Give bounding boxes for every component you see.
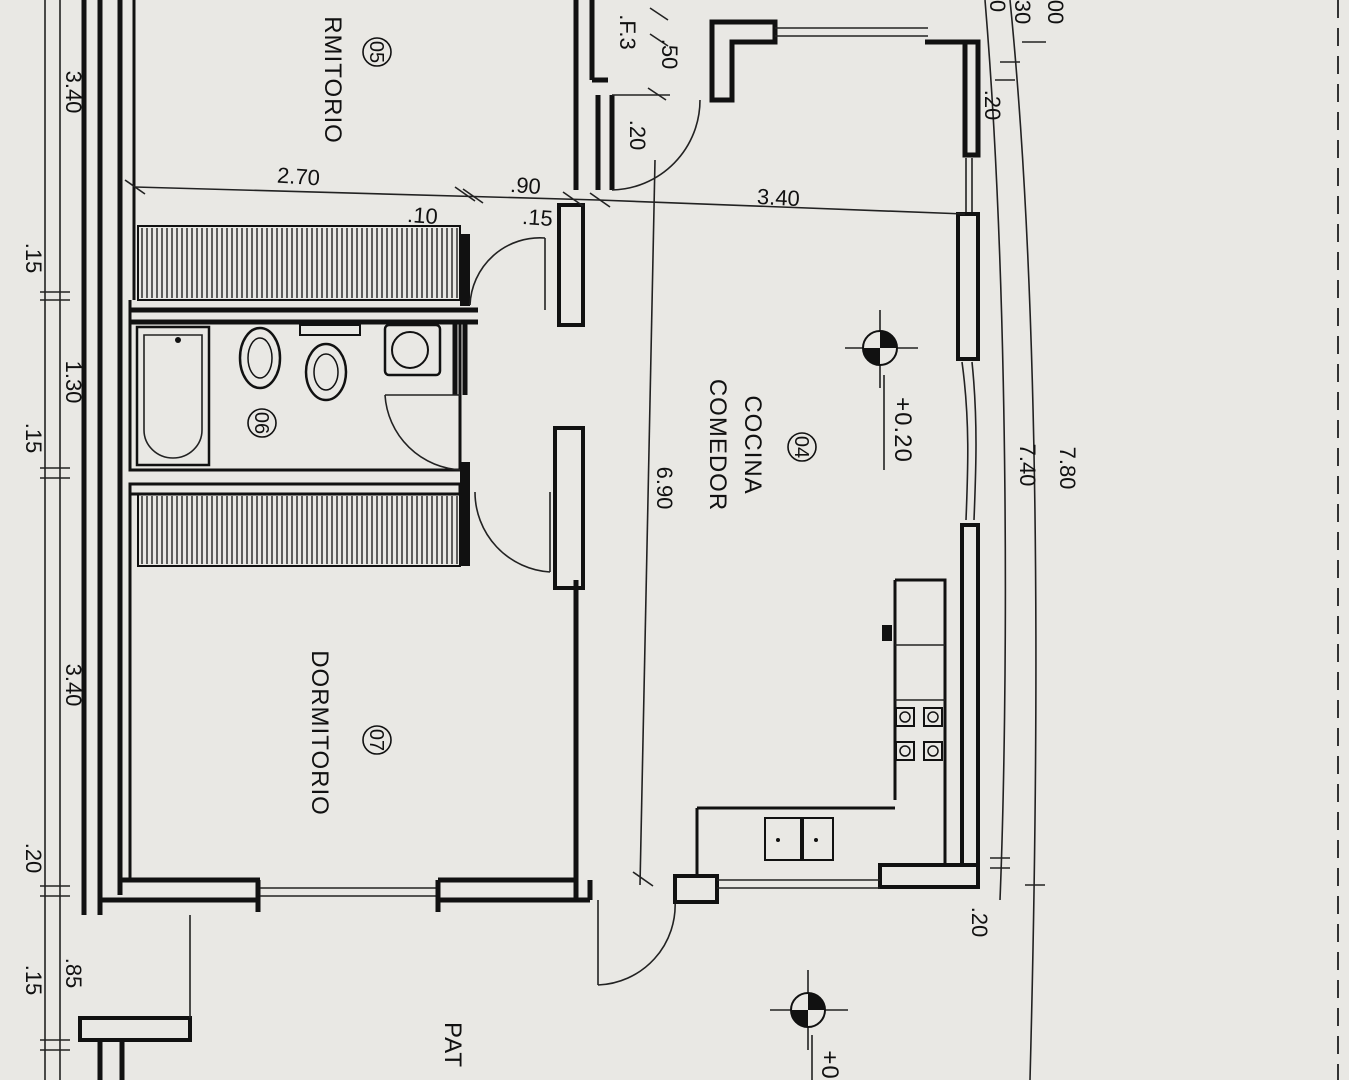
dim-left-0-20: .20	[21, 843, 46, 874]
cf-dim-50: .50	[657, 39, 682, 70]
dorm-bottom-walls	[100, 580, 593, 912]
kitchen-counter	[695, 578, 947, 878]
dim-2-70: 2.70	[276, 163, 320, 191]
stove-icon	[895, 707, 943, 761]
bathroom	[128, 320, 468, 472]
closet-bottom	[128, 462, 470, 567]
dim-0-15: .15	[521, 204, 553, 231]
cf-label: .F.3	[615, 14, 640, 49]
kitchen-walls	[611, 19, 981, 889]
dim-0-90: .90	[509, 172, 541, 199]
patio-name: PAT	[439, 1022, 466, 1068]
dim-left-0-85: .85	[61, 958, 86, 989]
closet-top	[137, 225, 470, 306]
dim-7-40: 7.40	[1015, 444, 1040, 487]
dim-left-0-15-b: .15	[21, 423, 46, 454]
dorm-top-walls	[573, 0, 615, 190]
top-dim-00: 00	[1043, 0, 1068, 24]
right-top-20: .20	[980, 90, 1005, 121]
top-dim-0: 0	[985, 0, 1010, 12]
dim-left-0-15-a: .15	[21, 243, 46, 274]
dim-left-1-30: 1.30	[61, 361, 86, 404]
cf-dim-20: .20	[625, 120, 650, 151]
right-dimension-lines	[984, 0, 1046, 1080]
dim-7-80: 7.80	[1055, 447, 1080, 490]
dorm-top-name: RMITORIO	[319, 16, 346, 144]
right-bottom-20: .20	[967, 907, 992, 938]
kitchen-number: 04	[790, 436, 812, 458]
dorm-bottom-name: DORMITORIO	[306, 650, 333, 816]
dim-3-40-row: 3.40	[756, 184, 800, 211]
dorm-bottom-number: 07	[365, 729, 387, 751]
left-dimension-lines	[40, 0, 70, 1080]
kitchen-sink-icon	[764, 817, 834, 861]
bath-number: 06	[250, 412, 272, 434]
kitchen-name-2: COMEDOR	[704, 379, 731, 511]
top-dim-30: 30	[1010, 0, 1035, 24]
dim-6-90: 6.90	[652, 467, 677, 510]
dorm-bottom-door	[474, 426, 585, 590]
text-labels: 05 RMITORIO .F.3 .50 .20 00 30 0 .20 2.7…	[21, 0, 1080, 1080]
patio-level: +0	[816, 1050, 843, 1079]
interior-dimension-lines	[124, 7, 966, 887]
patio-level-marker-icon	[770, 970, 848, 1080]
dim-left-0-15-c: .15	[21, 965, 46, 996]
dim-0-10: .10	[406, 202, 438, 229]
dim-left-3-40-bottom: 3.40	[61, 664, 86, 707]
kitchen-level: +0.20	[889, 397, 916, 463]
level-marker-icon	[845, 310, 918, 470]
kitchen-name-1: COCINA	[739, 395, 766, 494]
dorm-top-number: 05	[365, 41, 387, 63]
patio-walls	[78, 915, 192, 1080]
dim-left-3-40-top: 3.40	[61, 71, 86, 114]
